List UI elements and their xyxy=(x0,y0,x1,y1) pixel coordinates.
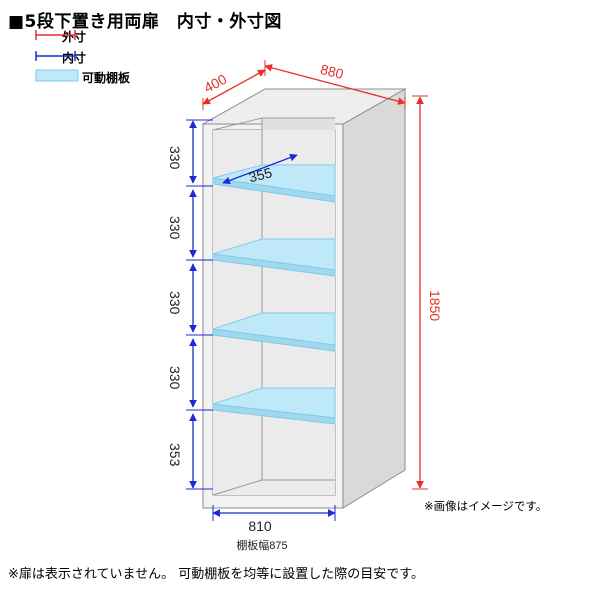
page-title: ■5段下置き用両扉 内寸・外寸図 xyxy=(8,12,282,32)
dim-inner-heights xyxy=(186,119,213,490)
legend-shelf-symbol xyxy=(35,69,79,82)
dim-inner-depth xyxy=(222,153,298,185)
shelf-3 xyxy=(212,312,336,352)
legend-shelf-label: 可動棚板 xyxy=(82,71,131,85)
label-outer-width: 880 xyxy=(319,61,346,82)
image-note: ※画像はイメージです。 xyxy=(424,499,548,513)
dim-outer-height xyxy=(412,95,428,490)
cabinet xyxy=(201,88,407,509)
label-inner-height-1: 330 xyxy=(167,146,183,170)
label-shelf-width: 棚板幅875 xyxy=(236,538,287,552)
footer-note: ※扉は表示されていません。 可動棚板を均等に設置した際の目安です。 xyxy=(8,567,424,582)
label-inner-width: 810 xyxy=(248,518,272,534)
label-inner-height-2: 330 xyxy=(167,216,183,240)
legend-outer-symbol xyxy=(35,30,76,40)
legend-inner-label: 内寸 xyxy=(62,51,87,65)
legend-outer-label: 外寸 xyxy=(62,30,87,44)
label-outer-height: 1850 xyxy=(427,290,443,321)
legend-inner-symbol xyxy=(35,51,76,61)
dim-inner-width xyxy=(212,505,336,521)
label-inner-height-5: 353 xyxy=(167,443,183,467)
label-inner-height-3: 330 xyxy=(167,291,183,315)
shelf-2 xyxy=(212,238,336,277)
label-inner-depth: 355 xyxy=(247,164,274,185)
shelf-4 xyxy=(212,387,336,425)
dim-outer-width xyxy=(264,60,406,109)
label-inner-height-4: 330 xyxy=(167,366,183,390)
